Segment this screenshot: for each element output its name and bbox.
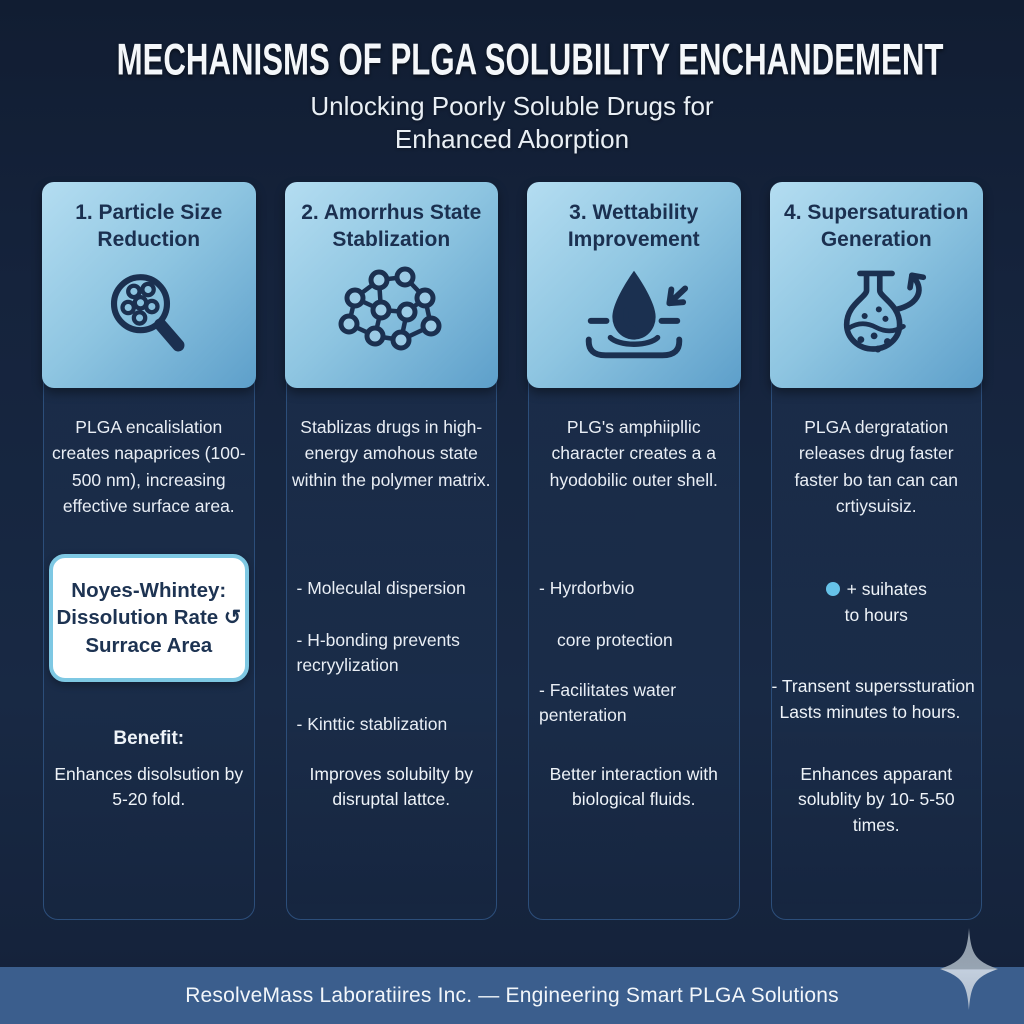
column-title: 2. Amorrhus State Stablization bbox=[301, 201, 482, 252]
column-header-card: 4. Supersaturation Generation bbox=[769, 182, 983, 388]
column-header-card: 1. Particle Size Reduction bbox=[42, 182, 256, 388]
bullet-line-2: Lasts minutes to hours. bbox=[779, 701, 961, 722]
noyes-whitney-callout: Noyes-Whintey: Dissolution Rate ↺ Surrac… bbox=[49, 554, 249, 682]
mechanism-columns: 1. Particle Size Reduction PLGA encalisl… bbox=[42, 182, 983, 920]
callout-line-2: Dissolution Rate ↺ bbox=[56, 606, 242, 630]
body-text: PLGA dergratation releases drug faster f… bbox=[794, 417, 958, 516]
bullet-line-1: - Transent superssturation bbox=[771, 676, 975, 696]
column-title: 4. Supersaturation Generation bbox=[784, 201, 969, 252]
column-header-card: 3. Wettability Improvement bbox=[527, 182, 741, 388]
subtitle-line-2: Enhanced Aborption bbox=[394, 124, 630, 155]
footer-bar: ResolveMass Laboratiires Inc. — Engineer… bbox=[0, 967, 1024, 1024]
column-title: 1. Particle Size Reduction bbox=[75, 201, 223, 252]
body-text: Stablizas drugs in high-energy amohous s… bbox=[292, 417, 491, 490]
page-header: MECHANISMS OF PLGA SOLUBILITY ENCHANDEME… bbox=[0, 35, 1024, 85]
benefit-label: Benefit: bbox=[113, 728, 185, 749]
dot-note-line-1: + suihates bbox=[770, 576, 984, 602]
dot-note-text: + suihates bbox=[846, 579, 927, 599]
molecule-network-icon bbox=[335, 264, 447, 365]
bullet-item: core protection bbox=[557, 630, 673, 650]
flask-arrow-icon bbox=[818, 264, 934, 373]
subtitle: Unlocking Poorly Soluble Drugs for Enhan… bbox=[0, 90, 1024, 157]
column-wettability: 3. Wettability Improvement PLG's amphiip… bbox=[527, 182, 741, 920]
column-particle-size-reduction: 1. Particle Size Reduction PLGA encalisl… bbox=[42, 182, 256, 920]
bullet-item: - Kinttic stablization bbox=[296, 714, 448, 734]
footer-text: ResolveMass Laboratiires Inc. — Engineer… bbox=[185, 983, 839, 1007]
dot-note-line-2: to hours bbox=[844, 605, 908, 626]
column-header-card: 2. Amorrhus State Stablization bbox=[284, 182, 498, 388]
callout-line-3: Surrace Area bbox=[85, 633, 213, 657]
benefit-text: Enhances disolsution by 5-20 fold. bbox=[54, 764, 244, 810]
column-supersaturation: 4. Supersaturation Generation PLGA dergr… bbox=[769, 182, 984, 920]
bullet-item: - Moleculal dispersion bbox=[296, 578, 466, 598]
body-text: PLGA encalislation creates napaprices (1… bbox=[51, 417, 246, 516]
bottom-note: Better interaction with biological fluid… bbox=[549, 764, 718, 810]
bullet-item: - Facilitates water penteration bbox=[539, 680, 677, 725]
callout-text: Noyes-Whintey: Dissolution Rate ↺ Surrac… bbox=[56, 577, 241, 658]
bullet-item: - Transent superssturation Lasts minutes… bbox=[770, 674, 984, 726]
bottom-note: Enhances apparant solublity by 10- 5-50 … bbox=[797, 764, 955, 835]
sparkle-icon bbox=[940, 928, 998, 1015]
callout-line-1: Noyes-Whintey: bbox=[71, 579, 227, 603]
bullet-item: - Hyrdorbvio bbox=[539, 578, 635, 598]
bottom-note: Improves solubilty by disruptal lattce. bbox=[309, 764, 473, 810]
subtitle-line-1: Unlocking Poorly Soluble Drugs for bbox=[310, 91, 714, 121]
column-amorphous-state: 2. Amorrhus State Stablization bbox=[284, 182, 498, 920]
magnifier-particles-icon bbox=[97, 264, 201, 373]
dot-icon bbox=[825, 582, 840, 596]
bullet-item: - H-bonding prevents recryylization bbox=[296, 630, 460, 675]
column-title: 3. Wettability Improvement bbox=[567, 201, 700, 252]
water-droplet-icon bbox=[575, 264, 693, 369]
body-text: PLG's amphiipllic character creates a a … bbox=[549, 417, 718, 490]
page-title: MECHANISMS OF PLGA SOLUBILITY ENCHANDEME… bbox=[116, 35, 944, 85]
dot-note: + suihates to hours bbox=[770, 576, 984, 629]
